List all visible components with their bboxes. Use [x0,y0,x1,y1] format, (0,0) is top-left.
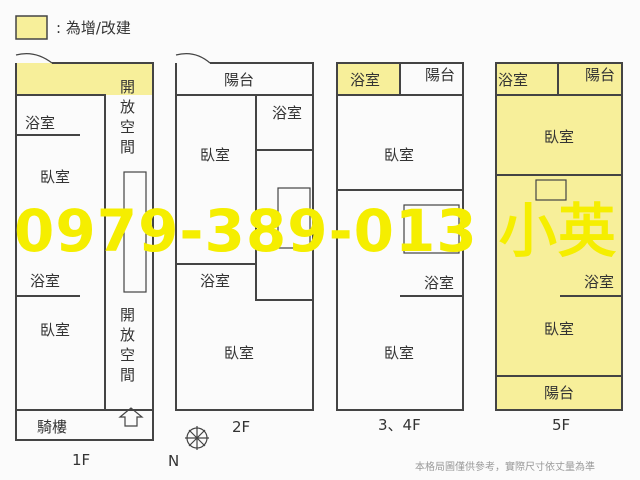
compass-icon [185,426,209,450]
room-bathroom: 浴室 [350,71,380,89]
room-bedroom: 臥室 [40,321,70,339]
room-bathroom: 浴室 [30,272,60,290]
open-space-label: 開 [120,306,135,324]
plan-3-4f: 浴室 陽台 臥室 浴室 臥室 3、4F [336,62,464,434]
plan-2f: 陽台 浴室 臥室 浴室 臥室 2F [175,53,314,436]
room-balcony: 陽台 [544,384,574,402]
open-space-label: 間 [120,138,135,156]
open-space-label: 空 [120,346,135,364]
legend-swatch [15,15,48,40]
room-bedroom: 臥室 [384,344,414,362]
room-bathroom: 浴室 [584,273,614,291]
floor-label: 1F [72,451,90,469]
room-balcony: 陽台 [425,66,455,84]
room-bathroom: 浴室 [200,272,230,290]
disclaimer-note: 本格局圖僅供參考，實際尺寸依丈量為準 [415,460,595,473]
room-bedroom: 臥室 [384,146,414,164]
plan-1f: 浴室 臥室 浴室 臥室 開 放 空 間 開 放 空 間 騎樓 1F [15,53,154,469]
open-space-label: 間 [120,366,135,384]
room-bathroom: 浴室 [272,104,302,122]
watermark-phone: 0979-389-013 小英 [14,197,617,265]
floor-label: 2F [232,418,250,436]
open-space-label: 放 [120,98,135,116]
entrance-arrow-icon [118,407,144,427]
room-bedroom: 臥室 [544,128,574,146]
open-space-label: 空 [120,118,135,136]
room-bedroom: 臥室 [224,344,254,362]
floor-label: 5F [552,416,570,434]
room-balcony: 陽台 [224,71,254,89]
room-bedroom: 臥室 [40,168,70,186]
room-bedroom: 臥室 [544,320,574,338]
room-balcony: 陽台 [585,66,615,84]
room-bathroom: 浴室 [498,71,528,89]
plan-5f: 浴室 陽台 臥室 浴室 臥室 陽台 5F [495,62,623,434]
compass-north-label: N [168,452,179,470]
room-bedroom: 臥室 [200,146,230,164]
room-bathroom: 浴室 [25,114,55,132]
open-space-label: 開 [120,78,135,96]
open-space-label: 放 [120,326,135,344]
room-bathroom: 浴室 [424,274,454,292]
legend-label: : 為增/改建 [56,19,131,37]
room-arcade: 騎樓 [37,418,67,436]
floor-label: 3、4F [378,416,421,434]
